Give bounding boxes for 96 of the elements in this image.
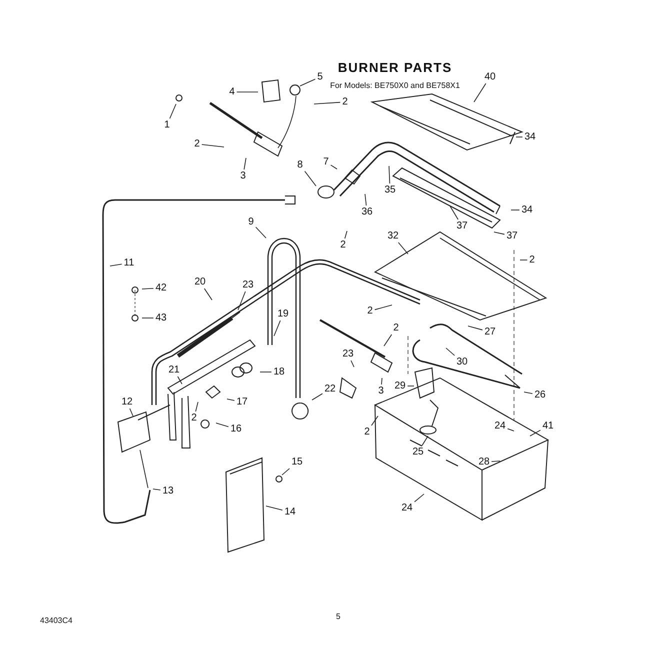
leader-line [507, 428, 514, 432]
subtitle: For Models: BE750X0 and BE758X1 [330, 81, 460, 90]
callout-number: 4 [228, 86, 236, 98]
callout-number: 15 [290, 456, 304, 468]
leader-line [524, 392, 533, 394]
callout-number: 37 [505, 230, 519, 242]
leader-line [450, 206, 458, 220]
callout-number: 34 [520, 204, 534, 216]
callout-number: 8 [296, 160, 304, 170]
callout-number: 9 [247, 216, 255, 228]
callout-number: 3 [377, 386, 385, 396]
callout-number: 23 [241, 280, 255, 290]
leader-line [204, 288, 212, 300]
callout-number: 30 [455, 356, 469, 368]
callout-number: 41 [541, 420, 555, 432]
callout-number: 12 [120, 396, 134, 408]
leader-line [491, 460, 500, 462]
leader-line [266, 506, 283, 510]
leader-line [364, 194, 367, 206]
callout-number: 2 [341, 96, 349, 108]
leader-line [474, 83, 486, 102]
callout-number: 35 [383, 184, 397, 196]
title: BURNER PARTS [336, 60, 454, 75]
callout-number: 2 [190, 412, 198, 424]
leader-line [300, 78, 316, 86]
leader-line [110, 264, 122, 266]
leader-line [282, 468, 290, 476]
callout-number: 2 [528, 254, 536, 266]
leader-line [201, 144, 224, 148]
leader-line [468, 326, 483, 330]
drawing-number: 43403C4 [40, 616, 72, 625]
callout-number: 19 [276, 308, 290, 320]
leader-line [414, 494, 424, 502]
callout-number: 26 [533, 390, 547, 400]
callout-number: 25 [411, 446, 425, 458]
callout-number: 37 [455, 220, 469, 232]
leader-line [398, 242, 408, 254]
leader-line [177, 376, 182, 384]
leader-line [129, 408, 134, 416]
callout-number: 2 [392, 322, 400, 334]
leader-line [216, 422, 229, 428]
leader-line [344, 230, 348, 239]
leader-line [350, 360, 354, 368]
callout-number: 23 [341, 348, 355, 360]
leader-line [381, 378, 382, 385]
leader-line [374, 304, 392, 310]
callout-number: 29 [393, 380, 407, 392]
leader-line [422, 436, 428, 446]
callout-number: 43 [154, 312, 168, 324]
leader-line [384, 334, 392, 346]
leader-line [244, 158, 246, 170]
leader-line [312, 393, 323, 400]
callout-number: 7 [322, 156, 330, 168]
callout-number: 36 [360, 206, 374, 218]
callout-number: 21 [167, 364, 181, 376]
leader-line [238, 291, 246, 310]
callout-number: 22 [323, 384, 337, 394]
callout-number: 13 [161, 486, 175, 496]
callout-number: 28 [477, 456, 491, 468]
leader-line [255, 226, 266, 238]
callout-number: 34 [523, 132, 537, 142]
callout-number: 2 [193, 138, 201, 150]
callout-number: 11 [122, 258, 136, 268]
leader-line [530, 430, 541, 436]
leader-line [371, 416, 378, 426]
leader-line [142, 288, 154, 290]
callout-number: 16 [229, 424, 243, 434]
leader-line [516, 136, 523, 138]
leader-line [330, 164, 338, 170]
callout-number: 1 [163, 120, 171, 130]
leader-line [152, 488, 161, 490]
callout-number: 32 [386, 230, 400, 242]
callout-number: 20 [193, 276, 207, 288]
page-number: 5 [336, 612, 340, 621]
leader-line [388, 166, 390, 184]
leader-line [446, 348, 455, 356]
callout-number: 17 [235, 396, 249, 408]
callout-number: 24 [400, 502, 414, 514]
leader-line [226, 398, 235, 401]
callout-number: 40 [483, 72, 497, 82]
callout-number: 2 [366, 306, 374, 316]
callout-number: 14 [283, 506, 297, 518]
callout-number: 2 [363, 426, 371, 438]
callout-number: 2 [339, 240, 347, 250]
leader-line [274, 320, 281, 336]
callout-number: 24 [493, 420, 507, 432]
leader-line [304, 170, 316, 186]
callout-number: 18 [272, 366, 286, 378]
callout-number: 5 [316, 72, 324, 82]
leader-line [169, 104, 176, 119]
callout-number: 27 [483, 326, 497, 338]
callout-number: 3 [239, 170, 247, 182]
leader-line [195, 402, 198, 412]
leader-line [494, 232, 505, 235]
callout-number: 42 [154, 282, 168, 294]
leader-line [314, 102, 341, 104]
